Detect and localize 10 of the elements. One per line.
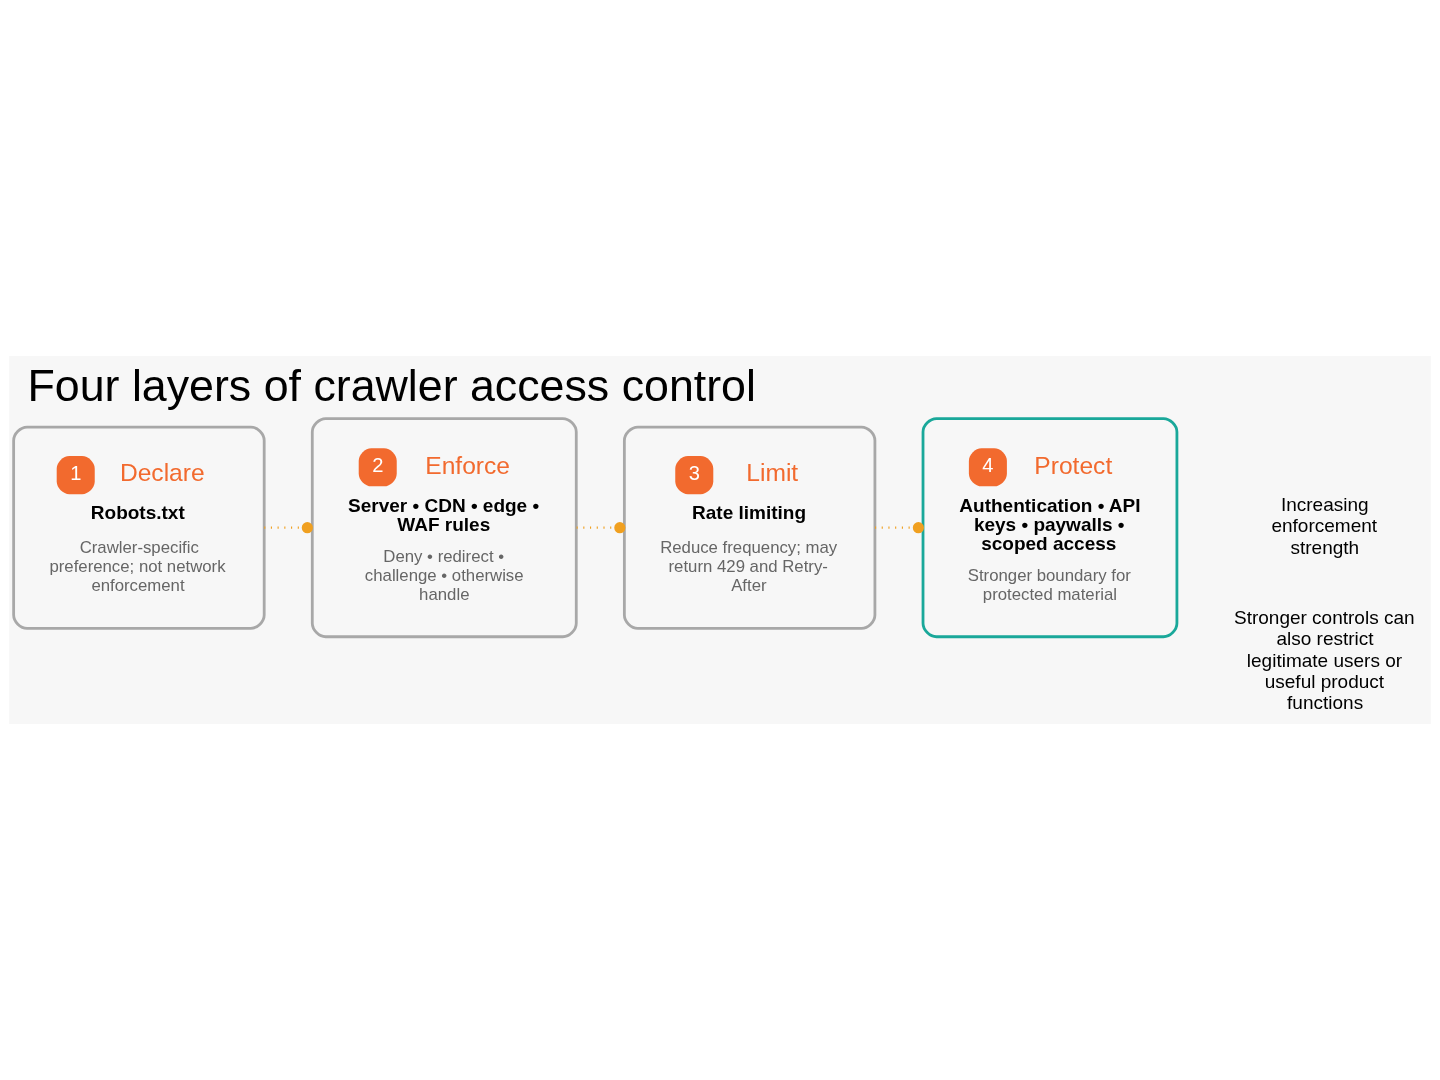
node-box: 3 Limit Rate limiting Reduce frequency; may return 429 and Retry-After	[622, 425, 877, 630]
node-box: 1 Declare Robots.txt Crawler-specific preference; not network enforcement	[12, 425, 266, 630]
connector	[875, 522, 924, 534]
node-box: 4 Protect Authentication • API keys • paywalls • scoped access Stronger boundary for protected material	[921, 417, 1179, 639]
connector	[264, 522, 313, 534]
diagram-title: Four layers of crawler access control	[27, 359, 756, 410]
label: Increasing enforcement strength	[1271, 494, 1378, 558]
connector	[576, 522, 626, 534]
node-box: 2 Enforce Server • CDN • edge • WAF rules Deny • redirect • challenge • otherwise handle	[310, 417, 578, 639]
label: Stronger controls can also restrict legitimate users or useful product functions	[1233, 607, 1415, 714]
